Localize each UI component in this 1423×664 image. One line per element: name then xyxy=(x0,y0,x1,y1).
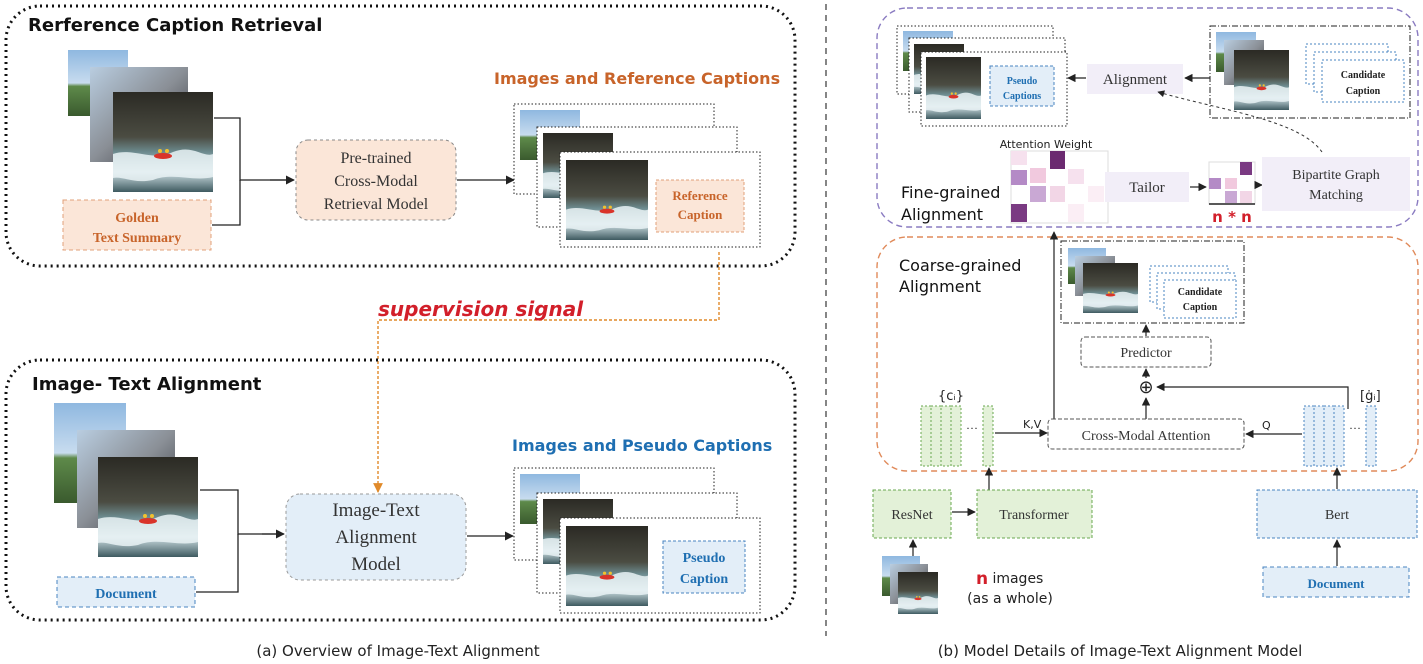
attention-matrix xyxy=(1010,150,1109,224)
candidate-caption-top-line2: Caption xyxy=(1346,86,1381,97)
gi-label: [ġᵢ] xyxy=(1360,389,1381,404)
n-images-stack xyxy=(882,556,938,614)
bert-label: Bert xyxy=(1325,508,1349,523)
alignment-model-line2: Alignment xyxy=(335,527,417,548)
images-pseudo-title: Images and Pseudo Captions xyxy=(512,436,772,455)
connector-image-to-retrieval xyxy=(214,117,293,181)
alignment-model-box xyxy=(285,493,467,581)
retrieval-frame xyxy=(4,4,797,268)
document-label-a: Document xyxy=(95,587,157,602)
alignment-model-line3: Model xyxy=(351,554,401,575)
fine-grained-frame xyxy=(876,7,1419,228)
retrieval-model-line2: Cross-Modal xyxy=(334,173,418,190)
ref-caption-line1: Reference xyxy=(672,188,728,203)
dots-text: ··· xyxy=(1349,421,1361,435)
alignment-frame xyxy=(4,358,797,622)
pseudo-caption-stack xyxy=(513,467,761,614)
pseudo-caption-line1: Pseudo xyxy=(683,551,726,566)
supervision-arrow xyxy=(373,252,720,493)
ref-caption-stack xyxy=(513,103,761,248)
candidate-caption-mid-line2: Caption xyxy=(1183,302,1218,313)
bert-box xyxy=(1256,489,1418,539)
caption-a: (a) Overview of Image-Text Alignment xyxy=(256,642,539,660)
images-ref-title: Images and Reference Captions xyxy=(494,69,780,88)
connector-text-to-retrieval xyxy=(212,180,241,226)
caption-b: (b) Model Details of Image-Text Alignmen… xyxy=(938,642,1303,660)
pseudo-captions-stack xyxy=(896,25,1068,127)
fine-grained-line2: Alignment xyxy=(901,205,983,224)
retrieval-model-line1: Pre-trained xyxy=(340,150,411,167)
attention-weight-label: Attention Weight xyxy=(1000,138,1093,151)
resnet-box xyxy=(872,489,952,539)
kv-label: K,V xyxy=(1023,418,1042,431)
golden-text-box xyxy=(62,199,212,251)
candidate-caption-top-line1: Candidate xyxy=(1341,70,1386,81)
cross-modal-attention-box xyxy=(1047,418,1245,450)
retrieval-title: Rerference Caption Retrieval xyxy=(28,15,322,36)
cross-modal-attention-label: Cross-Modal Attention xyxy=(1082,429,1211,444)
alignment-title: Image- Text Alignment xyxy=(32,374,262,395)
bipartite-line1: Bipartite Graph xyxy=(1292,168,1379,183)
alignment-model-line1: Image-Text xyxy=(332,500,420,521)
oplus-symbol: ⊕ xyxy=(1138,377,1153,397)
golden-text-line1: Golden xyxy=(115,211,159,226)
pseudo-captions-line2: Captions xyxy=(1003,91,1041,102)
document-box-b xyxy=(1262,566,1410,598)
candidate-caption-stack-top xyxy=(1209,25,1411,119)
matching-to-alignment-arrow xyxy=(1157,90,1323,153)
ci-label: {cᵢ} xyxy=(938,389,964,404)
dots-visual: ··· xyxy=(966,421,978,435)
supervision-label: supervision signal xyxy=(378,297,584,321)
coarse-grained-frame xyxy=(876,236,1419,472)
document-box-a xyxy=(56,576,196,608)
retrieval-model-box xyxy=(295,139,457,221)
pseudo-captions-line1: Pseudo xyxy=(1007,76,1038,87)
ref-caption-line2: Caption xyxy=(678,207,724,222)
tailor-box xyxy=(1105,172,1189,202)
n-label: n xyxy=(976,569,988,589)
transformer-label: Transformer xyxy=(999,508,1069,523)
coarse-grained-line1: Coarse-grained xyxy=(899,256,1021,275)
text-feature-vectors xyxy=(1303,405,1377,467)
candidate-caption-stack-mid xyxy=(1060,240,1245,324)
document-label-b: Document xyxy=(1307,576,1365,591)
image-stack-retrieval xyxy=(68,50,213,192)
tailored-matrix xyxy=(1208,161,1256,205)
retrieval-model-line3: Retrieval Model xyxy=(324,196,429,213)
images-label: images xyxy=(988,571,1043,587)
fine-grained-line1: Fine-grained xyxy=(901,183,1000,202)
tailor-label: Tailor xyxy=(1129,180,1165,196)
predictor-box xyxy=(1080,336,1212,368)
candidate-caption-mid-line1: Candidate xyxy=(1178,287,1223,298)
bipartite-line2: Matching xyxy=(1309,188,1363,203)
pseudo-caption-line2: Caption xyxy=(680,572,728,587)
as-whole-label: (as a whole) xyxy=(967,591,1053,607)
image-stack-alignment xyxy=(54,403,198,557)
visual-feature-vectors xyxy=(920,405,994,467)
golden-text-line2: Text Summary xyxy=(93,231,182,246)
bipartite-box xyxy=(1262,157,1410,211)
alignment-label: Alignment xyxy=(1103,72,1168,88)
transformer-box xyxy=(976,489,1093,539)
q-label: Q xyxy=(1262,419,1271,432)
n-star-n-label: n * n xyxy=(1212,208,1252,226)
resnet-label: ResNet xyxy=(891,508,932,523)
predictor-label: Predictor xyxy=(1120,346,1172,361)
coarse-grained-line2: Alignment xyxy=(899,277,981,296)
alignment-box xyxy=(1087,64,1183,94)
